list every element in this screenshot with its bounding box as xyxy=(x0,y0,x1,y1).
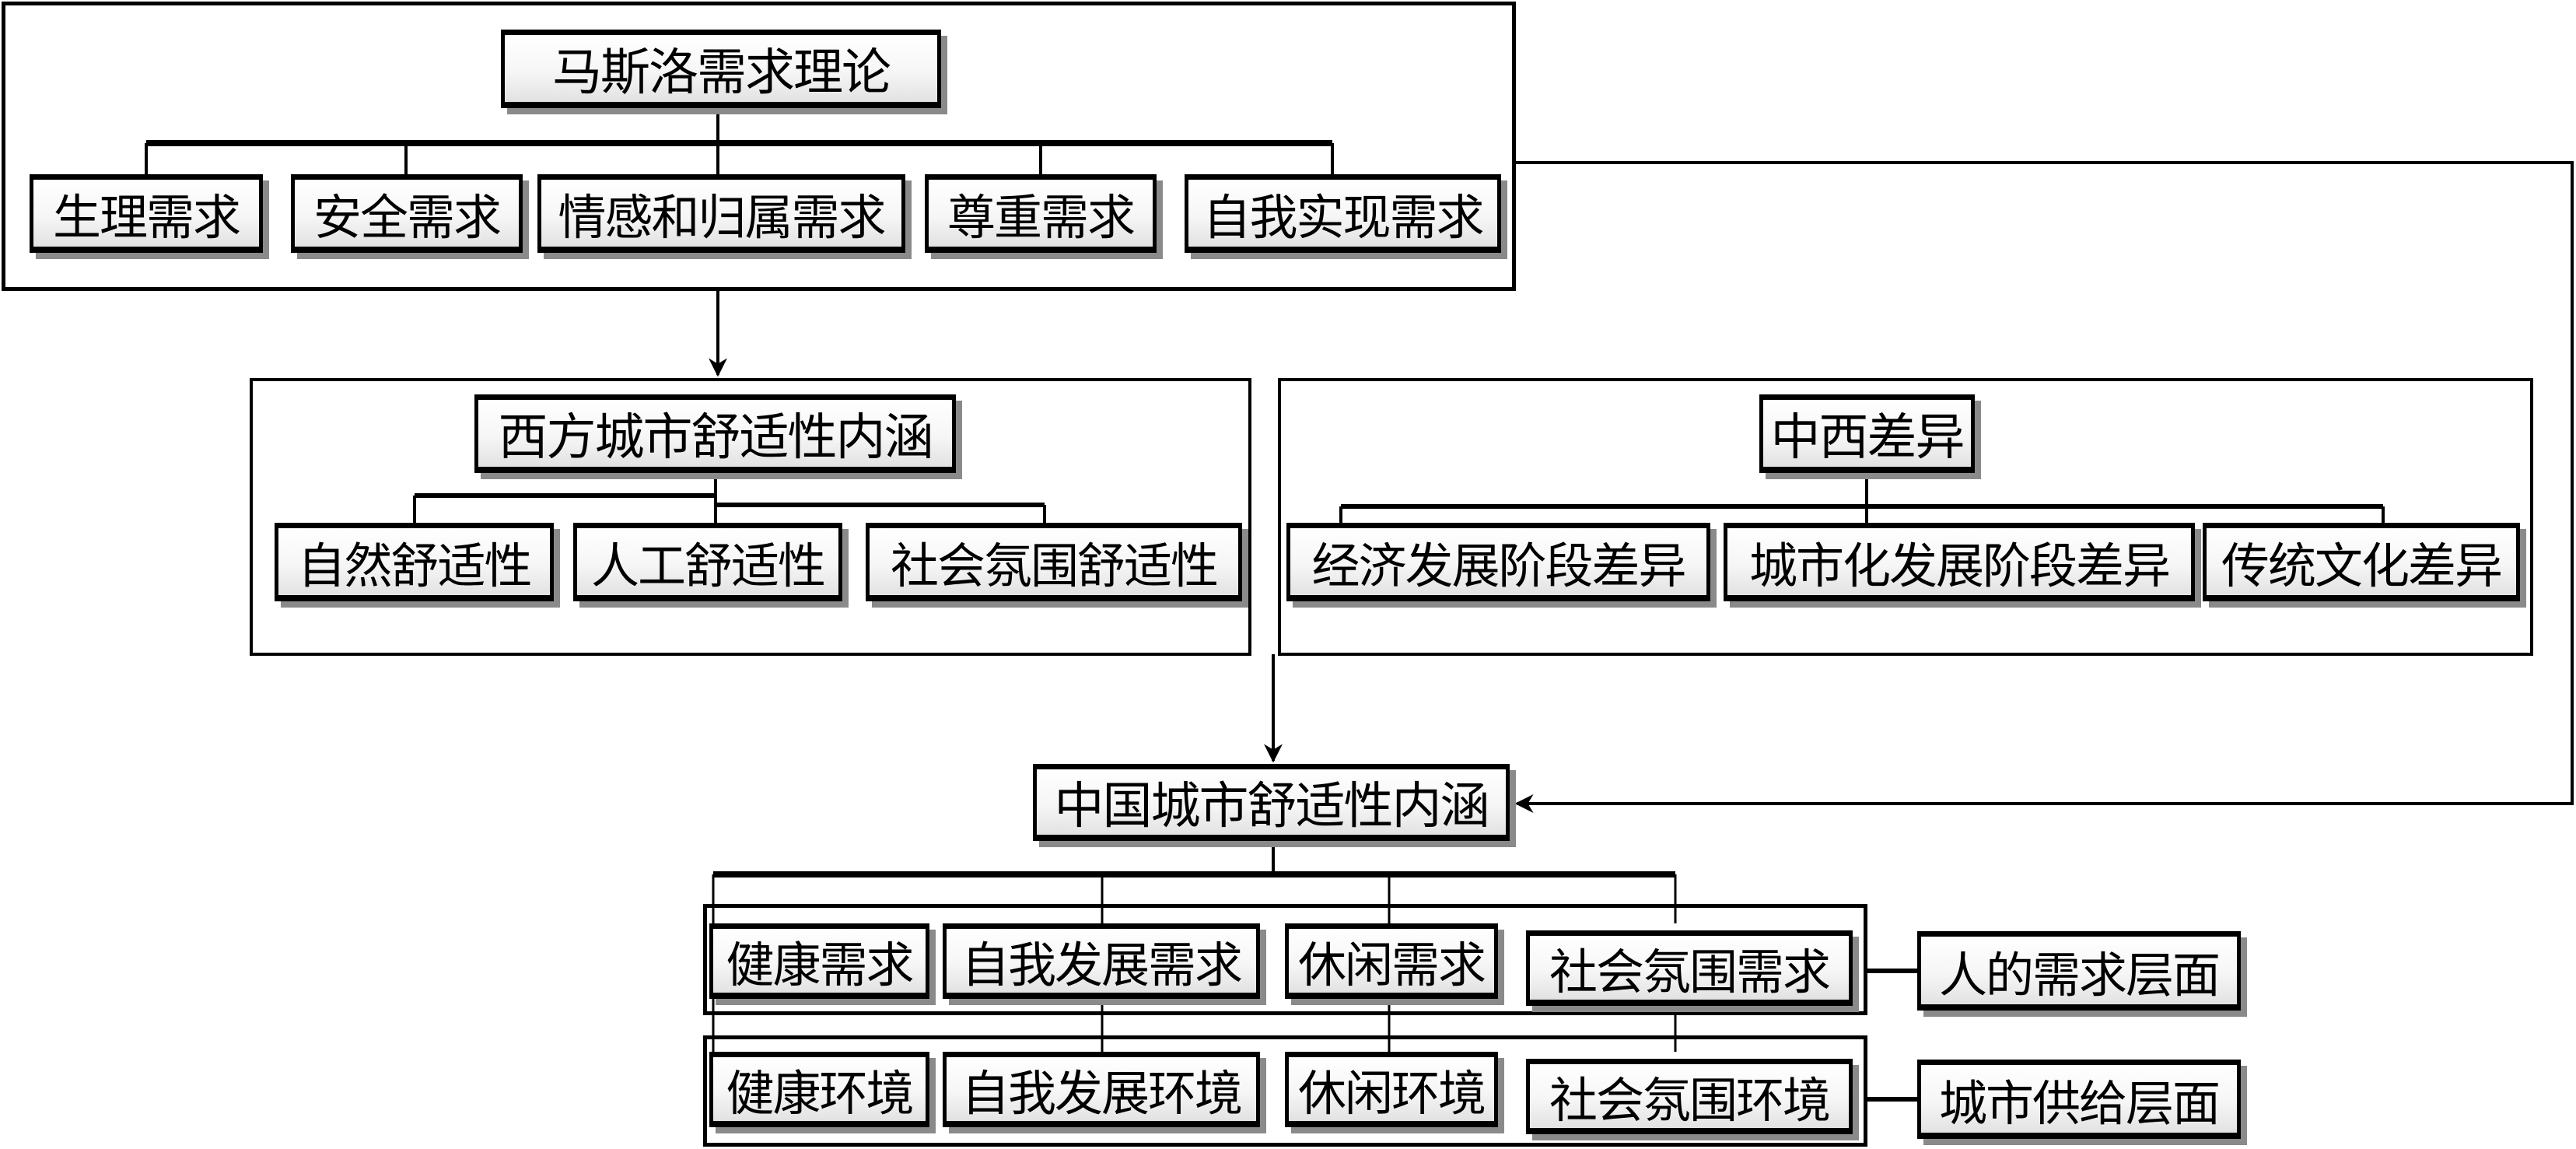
chinese-title: 中国城市舒适性内涵 xyxy=(1033,764,1510,841)
need-leisure: 休闲需求 xyxy=(1285,923,1498,999)
maslow-frame xyxy=(2,2,1516,291)
env-health: 健康环境 xyxy=(709,1052,929,1127)
diff-child-culture: 传统文化差异 xyxy=(2203,523,2520,601)
need-self-development: 自我发展需求 xyxy=(943,923,1260,999)
maslow-child-belonging: 情感和归属需求 xyxy=(537,174,905,253)
supply-level-label: 城市供给层面 xyxy=(1917,1060,2241,1139)
environment-group-frame xyxy=(703,1035,1867,1147)
western-child-artificial: 人工舒适性 xyxy=(573,523,842,601)
diff-child-economic: 经济发展阶段差异 xyxy=(1286,523,1710,601)
maslow-child-physiological: 生理需求 xyxy=(30,174,263,253)
env-leisure: 休闲环境 xyxy=(1285,1052,1498,1127)
western-frame xyxy=(250,378,1251,656)
arrow-maslow-to-chinese xyxy=(1514,161,2574,813)
differences-frame xyxy=(1278,378,2533,656)
maslow-child-self-actualization: 自我实现需求 xyxy=(1185,174,1501,253)
differences-title: 中西差异 xyxy=(1759,394,1975,473)
needs-level-label: 人的需求层面 xyxy=(1917,931,2241,1011)
maslow-title: 马斯洛需求理论 xyxy=(501,30,941,108)
maslow-child-esteem: 尊重需求 xyxy=(925,174,1157,253)
env-self-development: 自我发展环境 xyxy=(943,1052,1260,1127)
env-social: 社会氛围环境 xyxy=(1526,1059,1853,1134)
needs-group-frame xyxy=(703,904,1867,1015)
western-title: 西方城市舒适性内涵 xyxy=(474,394,956,473)
need-health: 健康需求 xyxy=(709,923,929,999)
need-social: 社会氛围需求 xyxy=(1526,930,1853,1006)
western-child-social: 社会氛围舒适性 xyxy=(866,523,1242,601)
maslow-child-safety: 安全需求 xyxy=(291,174,523,253)
western-child-natural: 自然舒适性 xyxy=(275,523,554,601)
diff-child-urbanization: 城市化发展阶段差异 xyxy=(1724,523,2195,601)
